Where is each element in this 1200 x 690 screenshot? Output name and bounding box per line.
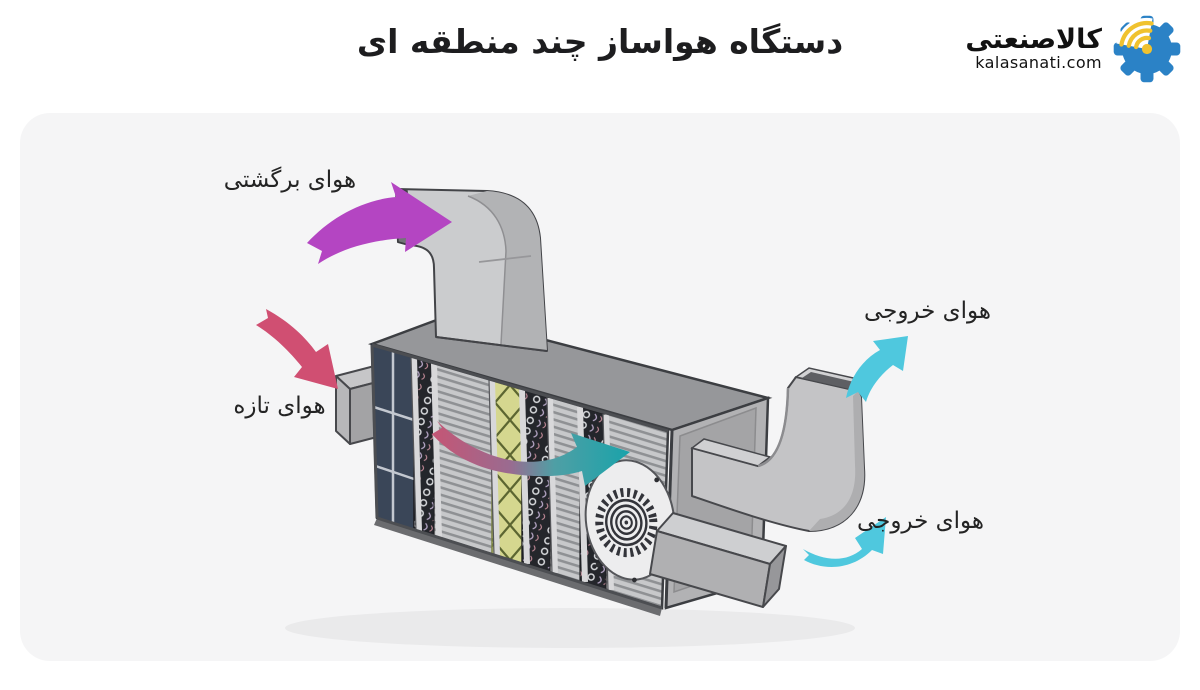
outlet-straight-end-face <box>762 545 787 608</box>
brand-logo: کالاصنعتی kalasanati.com <box>965 12 1184 86</box>
filter-panel-navy <box>370 343 415 533</box>
centrifugal-fan <box>584 459 676 583</box>
gear-icon <box>1113 15 1181 83</box>
page-title: دستگاه هواساز چند منطقه ای <box>356 22 844 61</box>
outlet-elbow-duct <box>690 367 873 532</box>
outlet-air-arrow-bottom <box>803 517 886 567</box>
internal-flow-arrow <box>432 421 630 486</box>
label-outlet-air-top: هوای خروجی <box>863 298 992 324</box>
ground-shadow <box>285 608 855 648</box>
cabinet-top-edge <box>371 343 669 433</box>
outlet-air-arrow-top <box>846 336 908 402</box>
label-outlet-air-bottom: هوای خروجی <box>856 508 985 534</box>
cabinet-bottom-sliver <box>374 518 662 616</box>
outlet-elbow-opening <box>802 372 863 390</box>
brand-logo-texts: کالاصنعتی kalasanati.com <box>965 24 1102 73</box>
cabinet-bottom-edge <box>376 516 663 610</box>
brand-domain: kalasanati.com <box>975 53 1102 73</box>
label-fresh-air: هوای تازه <box>233 393 326 419</box>
signal-icon <box>1119 20 1154 50</box>
outlet-straight-duct <box>649 512 787 608</box>
return-air-arrow <box>307 182 452 264</box>
cabinet-left-edge <box>370 344 379 519</box>
fresh-air-arrow <box>256 309 338 389</box>
brand-name: کالاصنعتی <box>965 24 1102 56</box>
signal-dot <box>1141 43 1153 55</box>
label-return-air: هوای برگشتی <box>223 167 357 193</box>
